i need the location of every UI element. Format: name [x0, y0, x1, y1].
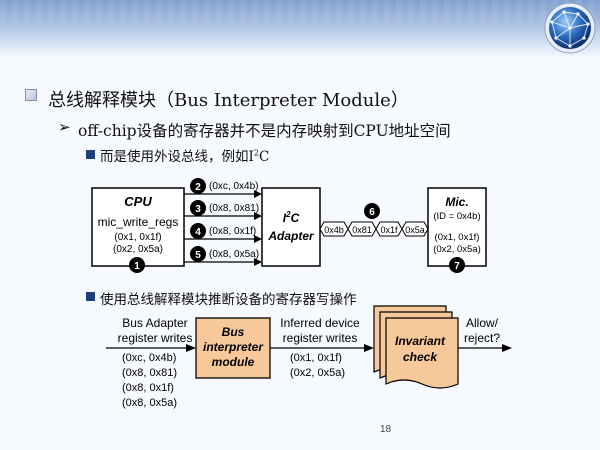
invariant-label-1: Invariant — [395, 334, 446, 348]
square-bullet-icon — [86, 292, 95, 301]
marker-7-icon — [449, 257, 465, 273]
square-bullet-icon — [86, 150, 95, 159]
inferred-label-2: register writes — [283, 331, 358, 345]
module-label-2: interpreter — [203, 340, 264, 354]
marker-4-label: 4 — [195, 227, 201, 238]
inferred-label-1: Inferred device — [280, 316, 360, 330]
adapter-label-2: Adapter — [267, 229, 315, 243]
arrow-input-icon — [186, 344, 196, 352]
module-label-1: Bus — [222, 325, 245, 339]
header-band — [0, 0, 600, 58]
cpu-box — [91, 187, 185, 267]
mic-reg-1: (0x1, 0x1f) — [435, 232, 480, 243]
arrow-inferred-icon — [364, 344, 374, 352]
marker-6-icon — [364, 203, 380, 219]
result-label-2: reject? — [464, 331, 500, 345]
bullet-bus-interpreter: 使用总线解释模块推断设备的寄存器写操作 — [100, 292, 357, 308]
input-label-2: register writes — [118, 331, 193, 345]
mic-title: Mic. — [445, 195, 468, 209]
marker-3-icon — [190, 200, 206, 216]
marker-6-label: 6 — [369, 207, 375, 218]
input-write-4: (0x8, 0x5a) — [122, 397, 177, 409]
bus-byte-3-label: 0x1f — [380, 225, 398, 235]
cpu-arg-2: (0x2, 0x5a) — [113, 244, 163, 255]
marker-1-label: 1 — [134, 261, 140, 272]
mic-id: (ID = 0x4b) — [433, 211, 480, 222]
adapter-c: C — [291, 211, 300, 225]
adapter-label-1: I2C — [283, 210, 300, 225]
arrow-bullet-icon: ➢ — [58, 118, 71, 136]
mic-reg-2: (0x2, 0x5a) — [433, 244, 481, 255]
adapter-sup: 2 — [285, 210, 291, 219]
bus-byte-4-label: 0x5a — [405, 225, 425, 235]
result-label-1: Allow/ — [466, 316, 499, 330]
input-write-2: (0x8, 0x81) — [122, 367, 177, 379]
invariant-label-2: check — [403, 350, 438, 364]
input-label-1: Bus Adapter — [122, 316, 187, 330]
title-bullet-icon — [25, 89, 37, 101]
marker-1-icon — [129, 257, 145, 273]
i2c-adapter-box — [261, 187, 321, 267]
page-number: 18 — [380, 424, 392, 435]
bus-byte-1-label: 0x4b — [324, 225, 344, 235]
transaction-2-label: (0xc, 0x4b) — [209, 181, 258, 192]
inferred-write-2: (0x2, 0x5a) — [290, 367, 345, 379]
cpu-title: CPU — [124, 194, 152, 209]
superscript-2: 2 — [253, 147, 259, 158]
adapter-i: I — [283, 211, 287, 225]
input-write-3: (0x8, 0x1f) — [122, 382, 174, 394]
marker-5-icon — [190, 246, 206, 262]
marker-2-icon — [190, 178, 206, 194]
marker-7-label: 7 — [454, 261, 460, 272]
bus-byte-2-label: 0x81 — [352, 225, 372, 235]
globe-logo-icon — [544, 2, 596, 54]
module-label-3: module — [212, 355, 255, 369]
transaction-5-label: (0x8, 0x5a) — [209, 249, 259, 260]
bus-interpreter-box — [195, 317, 271, 379]
invariant-check-document — [373, 305, 459, 389]
input-write-1: (0xc, 0x4b) — [122, 352, 176, 364]
marker-2-label: 2 — [195, 182, 201, 193]
bullet-peripheral-bus-suffix: C — [259, 149, 270, 165]
cpu-function: mic_write_regs — [98, 215, 179, 229]
bullet-offchip: off-chip设备的寄存器并不是内存映射到CPU地址空间 — [78, 122, 451, 140]
bullet-peripheral-bus-text: 而是使用外设总线，例如I — [100, 149, 254, 165]
mic-box — [427, 187, 487, 267]
transaction-4-label: (0x8, 0x1f) — [209, 226, 256, 237]
cpu-arg-1: (0x1, 0x1f) — [114, 232, 161, 243]
bullet-peripheral-bus: 而是使用外设总线，例如I2C — [100, 145, 270, 166]
slide-title: 总线解释模块（Bus Interpreter Module） — [48, 90, 409, 111]
inferred-write-1: (0x1, 0x1f) — [290, 352, 342, 364]
marker-3-label: 3 — [195, 204, 201, 215]
arrow-result-icon — [502, 344, 512, 352]
marker-4-icon — [190, 223, 206, 239]
marker-5-label: 5 — [195, 250, 201, 261]
transaction-3-label: (0x8, 0x81) — [209, 203, 259, 214]
